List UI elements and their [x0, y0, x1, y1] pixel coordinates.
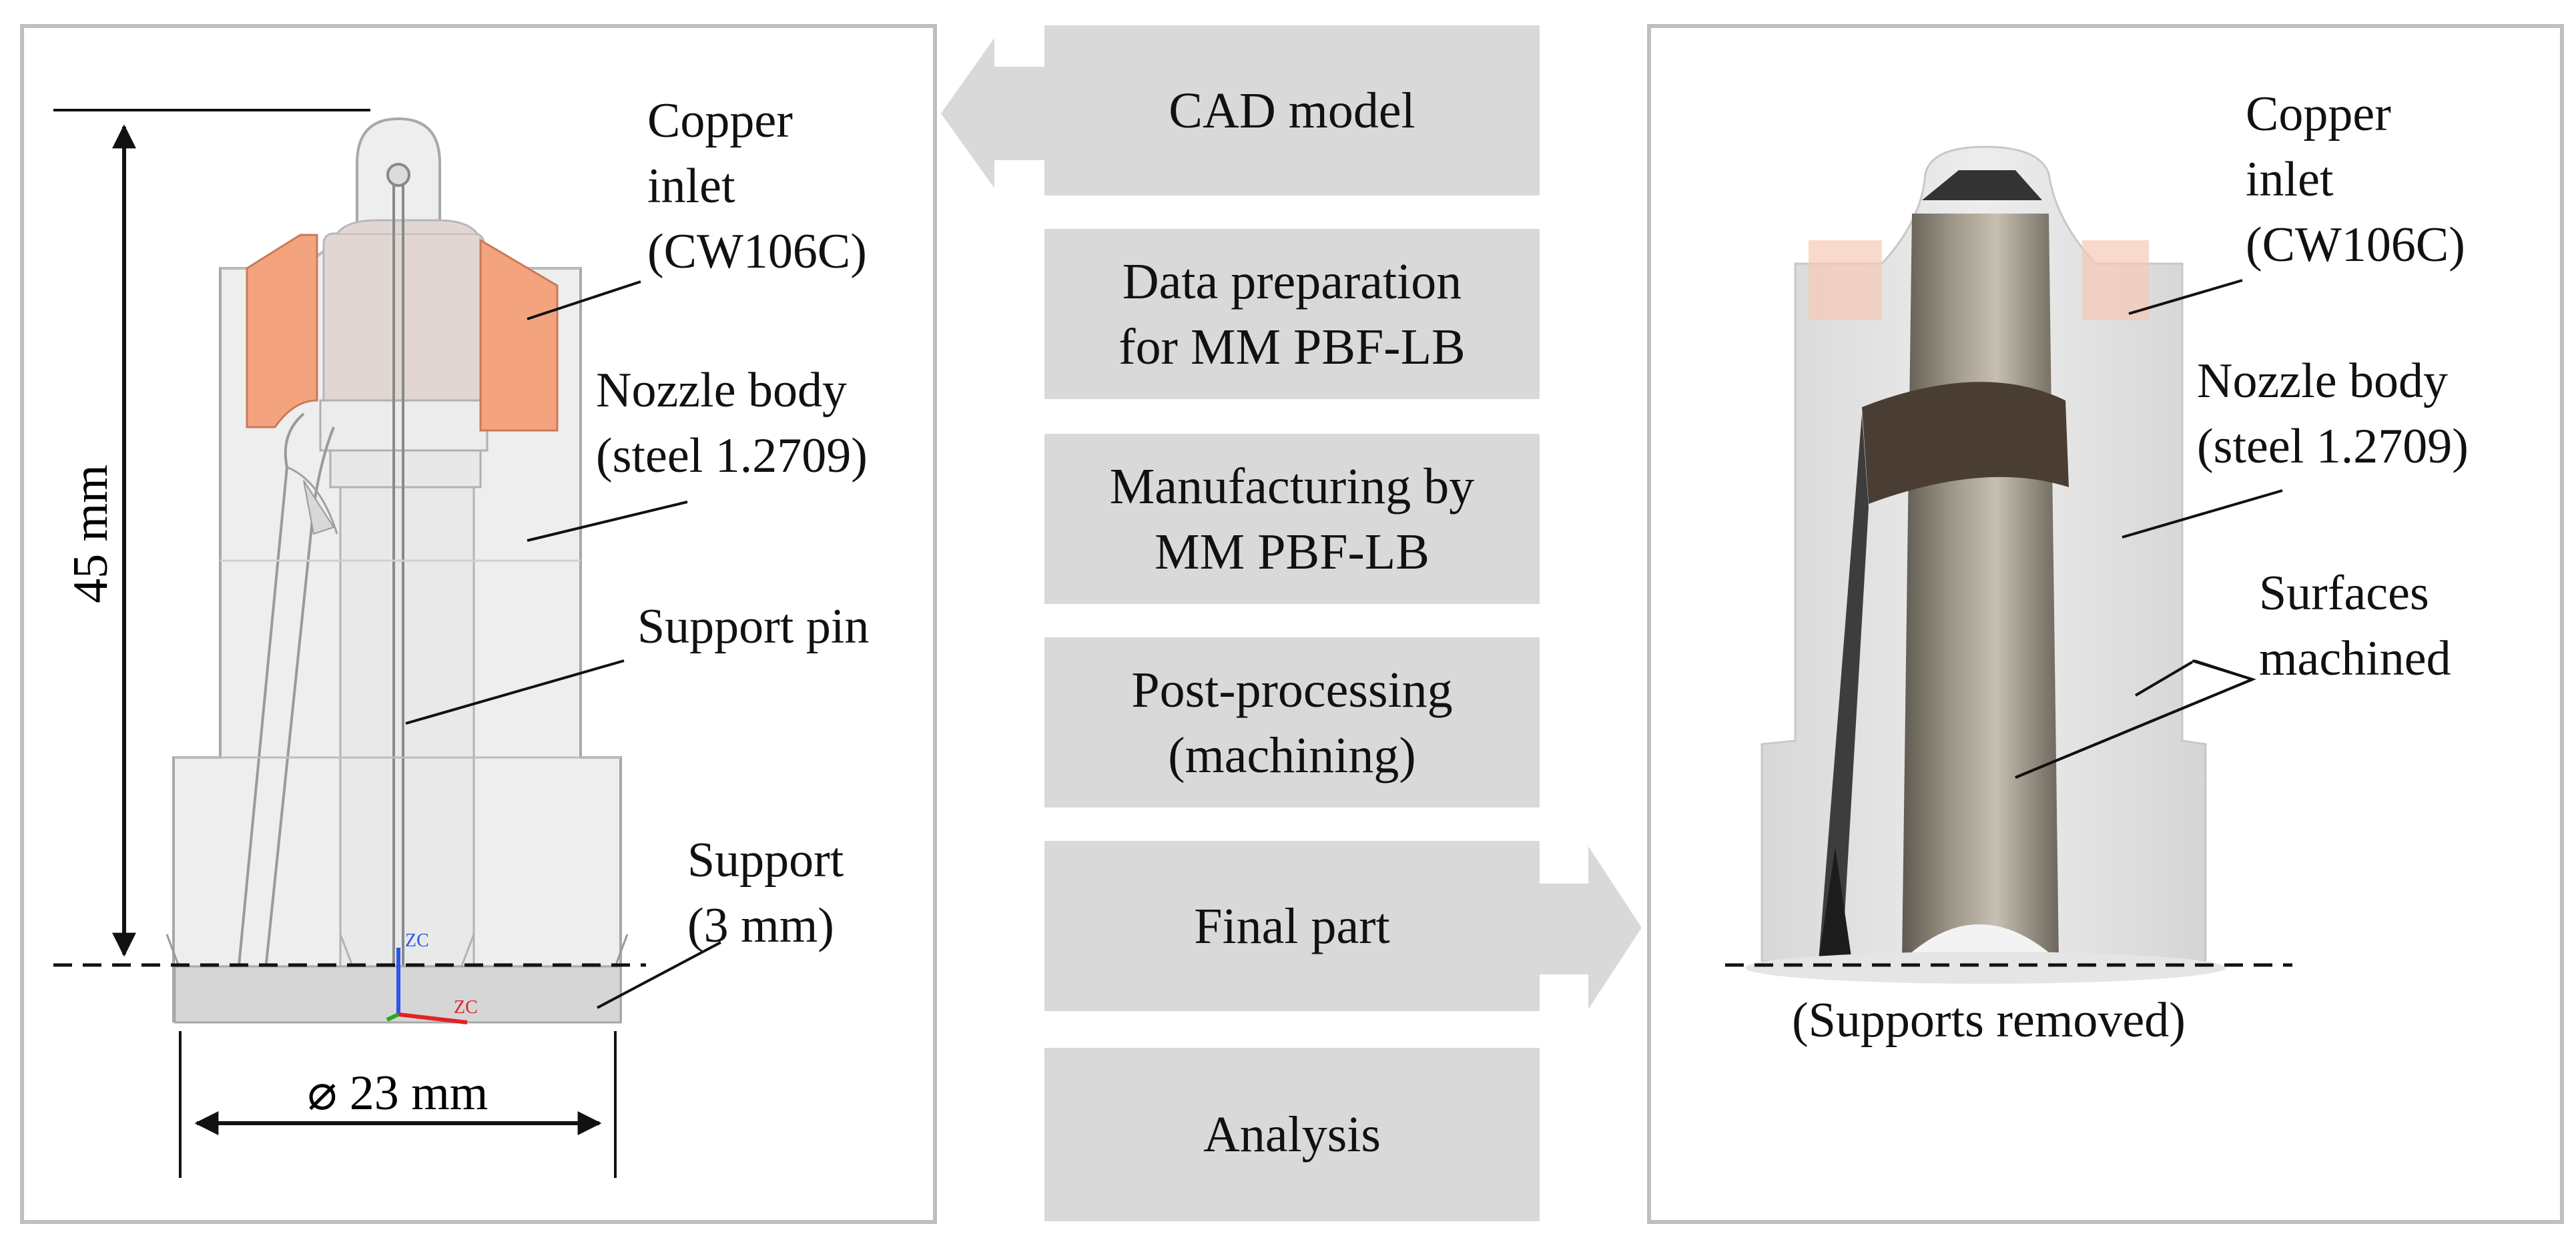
diameter-dimension-label: ⌀ 23 mm	[308, 1066, 489, 1121]
photo-copper-left	[1809, 240, 1882, 320]
cad-nozzle-body-label: Nozzle body (steel 1.2709)	[596, 363, 868, 483]
cad-support-pin-label: Support pin	[637, 599, 870, 654]
arrow-to-photo-panel	[1540, 846, 1642, 1009]
axis-x-label: ZC	[454, 997, 478, 1018]
central-bore	[339, 486, 475, 969]
step-cad-model: CAD model	[1044, 25, 1540, 196]
step-data-preparation: Data preparation for MM PBF-LB	[1044, 229, 1540, 399]
step-post-processing: Post-processing (machining)	[1044, 637, 1540, 808]
step-manufacturing: Manufacturing by MM PBF-LB	[1044, 434, 1540, 604]
cad-drawing: ZC ZC 45 mm ⌀ 23 mm	[53, 109, 721, 1178]
axis-z-label: ZC	[405, 930, 429, 951]
photo-machined-bore	[1902, 214, 2059, 961]
photo-surfaces-machined-label: Surfaces machined	[2259, 566, 2451, 686]
step-final-part: Final part	[1044, 841, 1540, 1011]
photo-copper-inlet-label: Copper inlet (CW106C)	[2246, 87, 2465, 272]
cad-support-label: Support (3 mm)	[687, 833, 844, 953]
photo-nozzle-body-label: Nozzle body (steel 1.2709)	[2197, 354, 2469, 474]
height-dimension-label: 45 mm	[63, 464, 118, 603]
step-analysis: Analysis	[1044, 1048, 1540, 1221]
photo-supports-removed-label: (Supports removed)	[1792, 993, 2186, 1048]
photo-copper-right	[2082, 240, 2149, 320]
photo-dark-ring	[1862, 382, 2069, 504]
copper-inlet-right	[479, 238, 559, 432]
cad-copper-inlet-label: Copper inlet (CW106C)	[647, 93, 867, 279]
copper-inlet-left	[246, 234, 318, 428]
